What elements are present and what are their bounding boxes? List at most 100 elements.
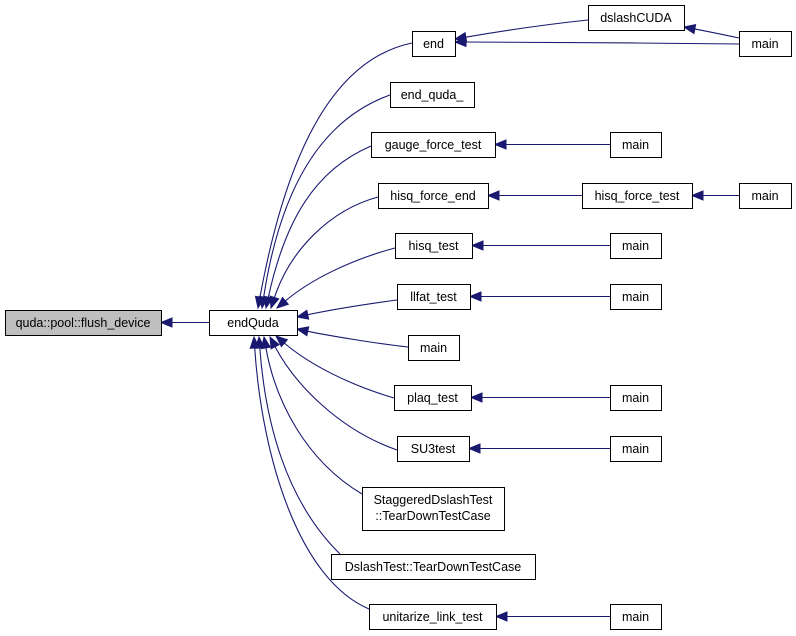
node-main_llfat[interactable]: main: [610, 284, 662, 310]
edge-hisq_test-to-endQuda: [284, 247, 396, 302]
arrowhead-main_llfat-to-llfat_test: [468, 291, 482, 302]
node-box: [588, 5, 685, 31]
node-box: [610, 436, 662, 462]
node-label: llfat_test: [410, 290, 457, 304]
edge-plaq_test-to-endQuda: [283, 342, 395, 399]
node-box: [610, 604, 662, 630]
node-box: [610, 132, 662, 158]
node-label: main: [751, 37, 778, 51]
node-box: [369, 604, 497, 630]
arrowhead-main_su3-to-SU3test: [467, 443, 481, 454]
node-end[interactable]: end: [412, 31, 456, 57]
node-box: [378, 183, 489, 209]
node-dslashCUDA[interactable]: dslashCUDA: [588, 5, 685, 31]
edge-main_direct-to-endQuda: [306, 330, 409, 348]
node-label: main: [622, 610, 649, 624]
arrowhead-endQuda-to-flush: [159, 317, 173, 328]
node-box: [397, 436, 470, 462]
node-main_hisqforce[interactable]: main: [739, 183, 792, 209]
node-label: quda::pool::flush_device: [16, 316, 151, 330]
node-label: main: [622, 290, 649, 304]
node-label: gauge_force_test: [385, 138, 482, 152]
node-main_su3[interactable]: main: [610, 436, 662, 462]
node-box: [739, 183, 792, 209]
node-box: [331, 554, 536, 580]
node-llfat_test[interactable]: llfat_test: [397, 284, 471, 310]
node-hisq_test[interactable]: hisq_test: [395, 233, 473, 259]
arrowhead-main_plaq-to-plaq_test: [469, 392, 483, 403]
node-SU3test[interactable]: SU3test: [397, 436, 470, 462]
node-label: main: [420, 341, 447, 355]
arrowhead-main_hisqforce-to-hisq_force_test: [690, 190, 704, 201]
arrowhead-hisq_force_test-to-hisq_force_end: [486, 190, 500, 201]
node-label: main: [622, 442, 649, 456]
node-box: [412, 31, 456, 57]
edge-staggered-to-endQuda: [265, 346, 363, 495]
node-box: [610, 284, 662, 310]
node-hisq_force_test[interactable]: hisq_force_test: [582, 183, 693, 209]
node-box: [362, 487, 505, 531]
node-main_gauge[interactable]: main: [610, 132, 662, 158]
node-hisq_force_end[interactable]: hisq_force_end: [378, 183, 489, 209]
edge-llfat_test-to-endQuda: [306, 299, 398, 316]
node-flush: quda::pool::flush_device: [5, 310, 162, 336]
node-label: endQuda: [227, 316, 278, 330]
node-main_plaq[interactable]: main: [610, 385, 662, 411]
edge-SU3test-to-endQuda: [274, 345, 398, 451]
node-label: end_quda_: [401, 88, 465, 102]
edge-end_quda_-to-endQuda: [262, 94, 391, 299]
node-end_quda_[interactable]: end_quda_: [390, 82, 475, 108]
arrowhead-main_top-to-dslashCUDA: [682, 23, 697, 35]
node-label: StaggeredDslashTest: [374, 493, 493, 507]
node-label: end: [423, 37, 444, 51]
node-main_top[interactable]: main: [739, 31, 792, 57]
node-label: hisq_force_test: [595, 189, 680, 203]
edge-main_top-to-end: [464, 41, 740, 45]
arrowhead-SU3test-to-endQuda: [269, 335, 280, 350]
node-label: hisq_test: [408, 239, 459, 253]
node-label: hisq_force_end: [390, 189, 476, 203]
node-label: unitarize_link_test: [382, 610, 483, 624]
node-box: [394, 385, 472, 411]
node-label: main: [622, 138, 649, 152]
node-main_direct[interactable]: main: [408, 335, 460, 361]
node-main_unitarize[interactable]: main: [610, 604, 662, 630]
node-label: SU3test: [411, 442, 456, 456]
edge-main_top-to-dslashCUDA: [693, 28, 740, 39]
node-label: DslashTest::TearDownTestCase: [345, 560, 522, 574]
arrowhead-hisq_force_end-to-endQuda: [269, 295, 280, 310]
arrowhead-main_direct-to-endQuda: [295, 326, 310, 337]
edge-unitarize-to-endQuda: [254, 346, 370, 610]
node-label: main: [622, 239, 649, 253]
node-gauge_force_test[interactable]: gauge_force_test: [371, 132, 496, 158]
arrowhead-plaq_test-to-endQuda: [275, 335, 289, 348]
node-plaq_test[interactable]: plaq_test: [394, 385, 472, 411]
node-endQuda[interactable]: endQuda: [209, 310, 298, 336]
node-box: [610, 233, 662, 259]
node-label: plaq_test: [407, 391, 458, 405]
node-staggered[interactable]: StaggeredDslashTest::TearDownTestCase: [362, 487, 505, 531]
node-box: [5, 310, 162, 336]
arrowhead-unitarize-to-endQuda: [249, 335, 260, 349]
node-box: [395, 233, 473, 259]
node-label: main: [622, 391, 649, 405]
edge-hisq_force_end-to-endQuda: [273, 196, 379, 299]
edge-dslashCUDA-to-end: [464, 19, 589, 38]
node-main_hisq[interactable]: main: [610, 233, 662, 259]
edge-dslashtest-to-endQuda: [259, 346, 341, 555]
node-unitarize[interactable]: unitarize_link_test: [369, 604, 497, 630]
node-box: [739, 31, 792, 57]
node-box: [610, 385, 662, 411]
arrowhead-main_hisq-to-hisq_test: [470, 240, 484, 251]
edge-gauge_force_test-to-endQuda: [267, 145, 372, 299]
edges-layer: [159, 19, 740, 622]
arrowhead-main_top-to-end: [453, 36, 467, 48]
node-box: [390, 82, 475, 108]
node-box: [209, 310, 298, 336]
arrowhead-main_unitarize-to-unitarize: [494, 611, 508, 622]
node-box: [397, 284, 471, 310]
arrowhead-main_gauge-to-gauge_force_test: [493, 139, 507, 150]
edge-end-to-endQuda: [259, 42, 413, 299]
node-dslashtest[interactable]: DslashTest::TearDownTestCase: [331, 554, 536, 580]
nodes-layer: quda::pool::flush_device endQuda end dslash…: [5, 5, 792, 630]
